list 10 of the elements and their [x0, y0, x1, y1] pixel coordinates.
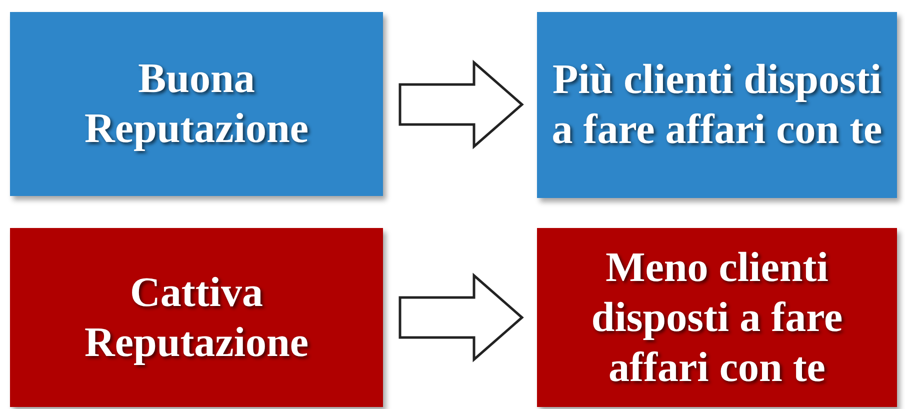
- text-box: [537, 12, 897, 198]
- box-label: Cattiva Reputazione: [84, 268, 310, 368]
- text-box: [10, 12, 383, 196]
- block-arrow: [398, 60, 524, 150]
- block-arrow: [398, 272, 524, 362]
- text-box: [10, 228, 383, 407]
- box-label: Buona Reputazione: [84, 55, 310, 154]
- box-label: Meno clienti disposti a fare affari con te: [590, 244, 844, 392]
- text-box: [537, 228, 897, 407]
- box-label: Più clienti disposti a fare affari con te: [550, 56, 884, 155]
